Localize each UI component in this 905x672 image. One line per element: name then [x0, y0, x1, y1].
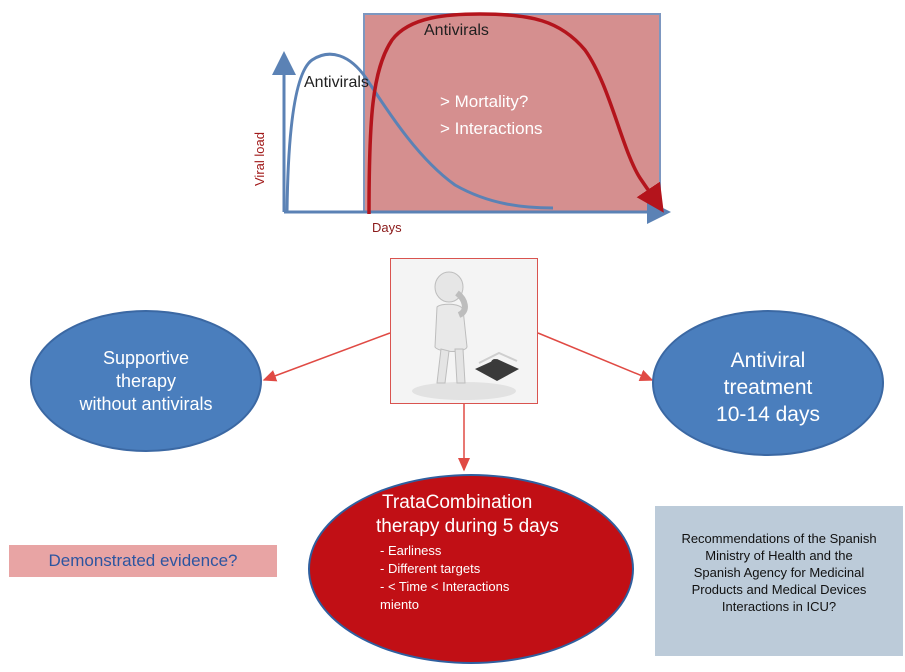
combination-title: TrataCombination	[382, 492, 533, 513]
left-option-line-3: without antivirals	[79, 394, 213, 414]
left-option-line-2: therapy	[115, 371, 177, 391]
recommend-line: Interactions in ICU?	[721, 599, 837, 614]
recommend-line: Recommendations of the Spanish	[681, 531, 877, 546]
y-axis-label: Viral load	[252, 132, 267, 186]
combination-therapy-option: TrataCombination therapy during 5 days -…	[308, 474, 634, 664]
combination-subtitle: therapy during 5 days	[376, 516, 559, 537]
red-viral-curve	[367, 12, 664, 215]
demonstrated-evidence-box: Demonstrated evidence?	[9, 545, 277, 577]
blue-viral-curve	[285, 52, 554, 213]
list-item: - Earliness	[380, 543, 442, 558]
right-option-line-1: Antiviral	[730, 349, 806, 372]
recommend-line: Products and Medical Devices	[691, 582, 867, 597]
recommend-line: Ministry of Health and the	[705, 548, 853, 563]
combination-list: - Earliness - Different targets - < Time…	[380, 542, 509, 614]
red-curve-label: Antivirals	[424, 22, 489, 39]
list-item: - Different targets	[380, 561, 481, 576]
right-option-line-2: treatment	[723, 376, 813, 399]
thinking-person-icon	[434, 271, 468, 384]
overlay-mortality: > Mortality?	[440, 92, 529, 111]
left-option-line-1: Supportive	[102, 348, 190, 368]
list-item: miento	[380, 597, 420, 612]
right-option-line-3: 10-14 days	[716, 403, 820, 426]
list-item: - < Time < Interactions	[380, 579, 510, 594]
arrow-to-left-option	[262, 332, 391, 382]
supportive-therapy-option: Supportive therapy without antivirals	[30, 310, 262, 452]
recommend-line: Spanish Agency for Medicinal	[693, 565, 865, 580]
blue-curve-label: Antivirals	[304, 74, 369, 91]
antiviral-treatment-option: Antiviral treatment 10-14 days	[652, 310, 884, 456]
puzzle-piece-icon	[475, 351, 519, 381]
treatment-period-overlay	[363, 13, 661, 213]
thinking-person-image	[390, 258, 538, 404]
recommendations-box: Recommendations of the Spanish Ministry …	[655, 506, 903, 656]
overlay-interactions: > Interactions	[440, 119, 543, 138]
arrow-to-right-option	[537, 332, 654, 381]
x-axis-label: Days	[372, 220, 402, 235]
